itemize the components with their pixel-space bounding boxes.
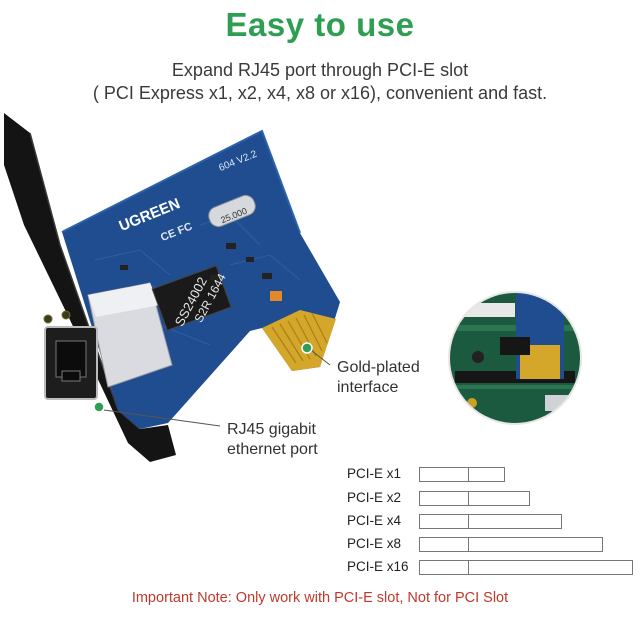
slot-bar-x1 — [419, 467, 505, 482]
rj45-callout-line-2: ethernet port — [227, 441, 318, 458]
slot-label-x8: PCI-E x8 — [347, 536, 402, 551]
motherboard-inset — [448, 291, 582, 425]
gold-callout-line-1: Gold-plated — [337, 359, 420, 376]
gold-callout-line-2: interface — [337, 379, 399, 396]
gold-callout-line — [311, 350, 331, 366]
slot-bar-x2 — [419, 491, 530, 506]
led-1 — [43, 314, 53, 324]
gold-callout-dot — [301, 342, 313, 354]
subtitle-line-1: Expand RJ45 port through PCI-E slot — [171, 60, 469, 80]
rj45-callout-dot — [93, 401, 105, 413]
rj45-callout-line — [103, 409, 221, 427]
slot-label-x2: PCI-E x2 — [347, 490, 402, 505]
slot-bar-x4 — [419, 514, 562, 529]
slot-label-x1: PCI-E x1 — [347, 466, 402, 481]
crystal-oscillator — [208, 194, 256, 228]
orange-capacitor — [270, 291, 282, 301]
slot-bar-x16 — [419, 560, 633, 575]
slot-label-x16: PCI-E x16 — [347, 559, 409, 574]
important-note: Important Note: Only work with PCI-E slo… — [131, 590, 509, 606]
led-2 — [61, 310, 71, 320]
slot-label-x4: PCI-E x4 — [347, 513, 402, 528]
network-card-illustration: SS24002 S2R 1644 UGREEN 604 V2.2 CE FC 2… — [4, 113, 582, 462]
smd-components — [120, 243, 272, 280]
metal-bracket — [4, 113, 176, 462]
gold-plated-callout: Gold-plated interface — [337, 358, 447, 398]
slot-bar-x8 — [419, 537, 603, 552]
transformer-chip — [151, 265, 232, 331]
subtitle-line-2: ( PCI Express x1, x2, x4, x8 or x16), co… — [92, 83, 548, 103]
rj45-callout-line-1: RJ45 gigabit — [227, 421, 316, 438]
rj45-callout: RJ45 gigabit ethernet port — [227, 420, 347, 460]
page-title: Easy to use — [225, 6, 415, 43]
